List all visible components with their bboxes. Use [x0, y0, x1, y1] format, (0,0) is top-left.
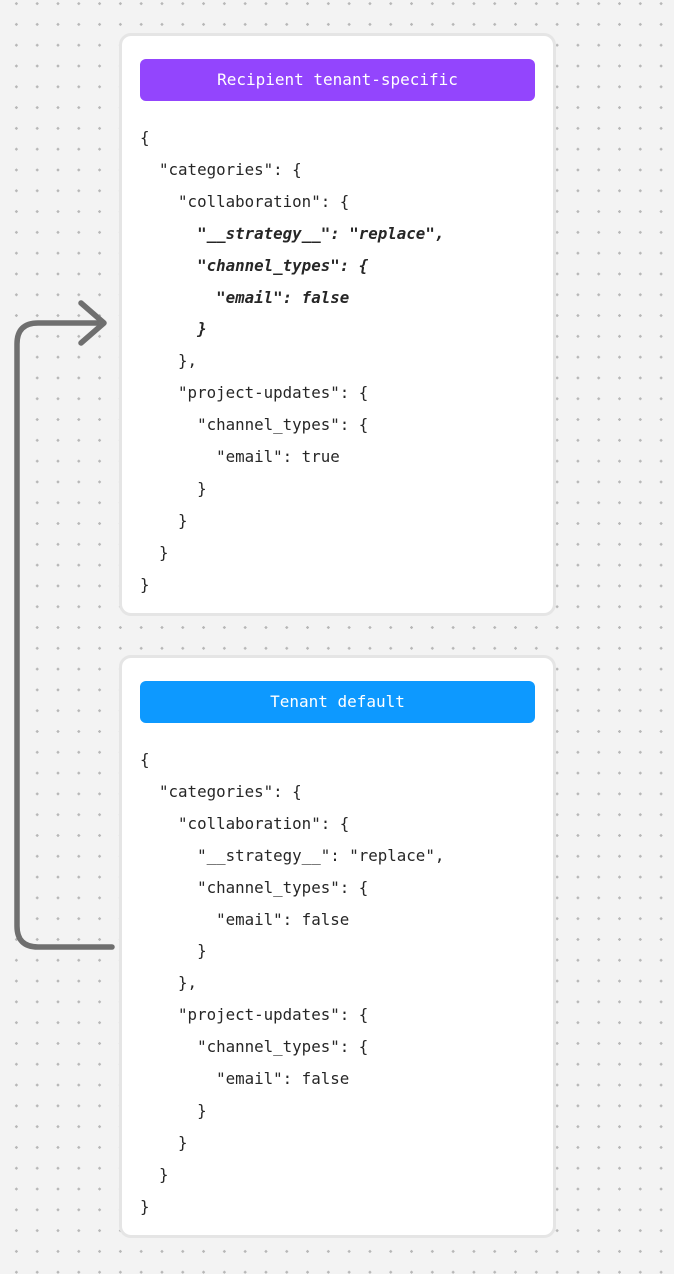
code-line: "channel_types": {	[140, 415, 369, 435]
code-line: "project-updates": {	[140, 383, 369, 403]
card-recipient-tenant-specific: Recipient tenant-specific { "categories"…	[119, 33, 556, 616]
code-line: },	[140, 973, 198, 993]
merge-flow-arrow-icon	[14, 300, 115, 950]
code-line: "categories": {	[140, 781, 302, 801]
code-line: "categories": {	[140, 159, 302, 179]
code-line: },	[140, 351, 198, 371]
code-line: }	[140, 574, 150, 594]
json-code-block-tenant-default: { "categories": { "collaboration": { "__…	[140, 744, 535, 1223]
recipient-tenant-specific-badge: Recipient tenant-specific	[140, 59, 535, 101]
code-line: }	[140, 510, 188, 530]
code-line: "email": true	[140, 447, 340, 467]
code-line: "email": false	[140, 1069, 350, 1089]
tenant-default-badge: Tenant default	[140, 681, 535, 723]
code-line: "collaboration": {	[140, 813, 350, 833]
code-line: "project-updates": {	[140, 1005, 369, 1025]
code-line: "channel_types": {	[140, 877, 369, 897]
arrow-shaft	[14, 320, 115, 950]
code-line: }	[140, 941, 207, 961]
code-line: }	[140, 1132, 188, 1152]
code-line: }	[140, 1196, 150, 1216]
code-line: "collaboration": {	[140, 191, 350, 211]
code-line: }	[140, 319, 207, 339]
code-line: "email": false	[140, 287, 350, 307]
code-line: {	[140, 750, 150, 769]
code-line: }	[140, 478, 207, 498]
code-line: }	[140, 542, 169, 562]
arrow-head	[78, 300, 107, 346]
code-line: }	[140, 1164, 169, 1184]
json-code-block-recipient: { "categories": { "collaboration": { "__…	[140, 122, 535, 601]
code-line: "__strategy__": "replace",	[140, 223, 445, 243]
code-line: }	[140, 1100, 207, 1120]
code-line: "email": false	[140, 909, 350, 929]
code-line: "channel_types": {	[140, 255, 369, 275]
code-line: "__strategy__": "replace",	[140, 845, 445, 865]
code-line: {	[140, 128, 150, 147]
card-tenant-default: Tenant default { "categories": { "collab…	[119, 655, 556, 1238]
code-line: "channel_types": {	[140, 1037, 369, 1057]
